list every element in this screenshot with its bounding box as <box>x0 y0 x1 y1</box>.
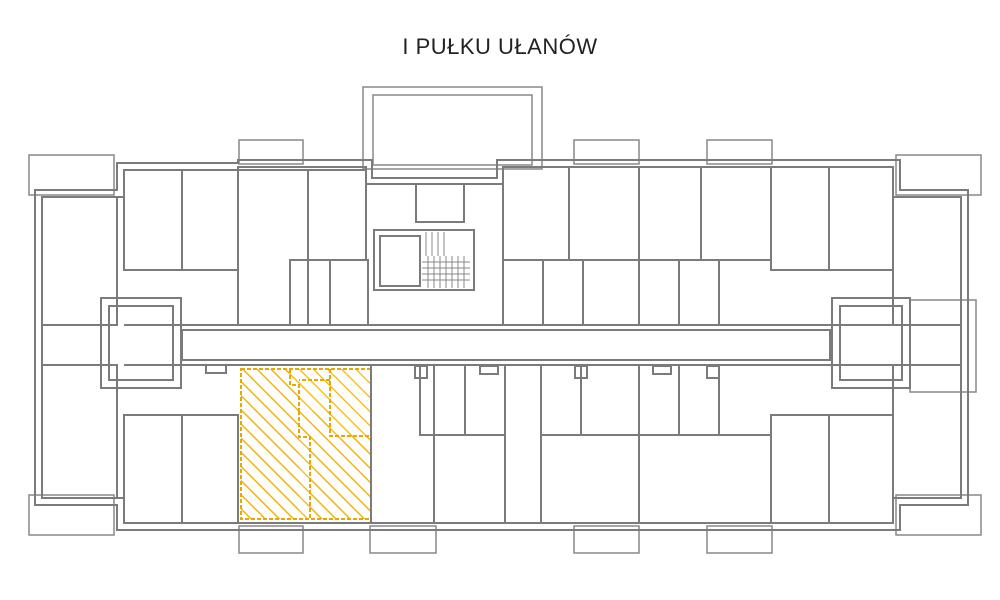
right-stair-nook <box>831 297 911 389</box>
room-u8 <box>568 166 640 261</box>
balcony-right-bottom <box>895 494 982 536</box>
left-stair-nook-inner <box>108 305 174 381</box>
left-wing-room-top <box>41 196 118 326</box>
right-stair-nook-inner <box>839 305 903 381</box>
street-name-label: I PUŁKU UŁANÓW <box>402 34 598 59</box>
room-u9-bath <box>502 259 544 326</box>
room-l3 <box>370 364 435 524</box>
exterior-wall-outer <box>34 159 969 531</box>
room-u10-bath <box>542 259 584 326</box>
balcony-top-3 <box>706 139 773 165</box>
balcony-top-2 <box>573 139 640 165</box>
room-l1 <box>123 414 183 524</box>
door-stub-3 <box>479 365 499 375</box>
stair-treads <box>422 232 470 288</box>
highlighted-apartment-wall-3 <box>298 411 311 519</box>
room-u15 <box>770 166 830 271</box>
room-u3 <box>237 169 309 326</box>
room-l7 <box>504 364 542 524</box>
right-wing-room-top <box>892 196 962 326</box>
room-u7 <box>502 166 570 261</box>
balconies <box>28 86 982 554</box>
elevator <box>415 183 465 223</box>
balcony-right-mid <box>909 299 977 393</box>
exterior-wall-inner <box>41 166 962 524</box>
room-l12 <box>638 434 772 524</box>
room-u12 <box>700 166 772 261</box>
room-l9 <box>540 434 640 524</box>
door-stub-4 <box>574 365 588 379</box>
room-u13-bath <box>638 259 680 326</box>
room-l14 <box>828 414 894 524</box>
balcony-bottom-1 <box>238 525 304 554</box>
stairwell <box>373 229 475 291</box>
balcony-top-1 <box>238 139 304 165</box>
room-l2 <box>181 414 239 524</box>
balcony-bottom-2 <box>369 525 437 554</box>
room-l11-bath <box>678 364 720 436</box>
room-l6 <box>433 434 506 524</box>
room-u5-bath <box>289 259 331 326</box>
highlighted-apartment-wall-1 <box>289 369 300 411</box>
room-l13 <box>770 414 830 524</box>
room-u4 <box>307 169 367 261</box>
balcony-right-top <box>895 154 982 196</box>
highlighted-apartment-wall-2 <box>329 369 371 437</box>
room-u14-bath <box>678 259 720 326</box>
room-u2 <box>181 169 239 271</box>
highlighted-apartment-fill <box>241 369 371 519</box>
balcony-top-center <box>362 86 543 170</box>
left-wing-room-bottom <box>41 364 118 499</box>
highlighted-apartment <box>240 368 372 520</box>
building-walls <box>34 159 969 531</box>
door-stub-2 <box>414 365 428 379</box>
room-l5-bath <box>464 364 506 436</box>
door-stub-5 <box>652 365 672 375</box>
balcony-top-center-inner <box>372 94 533 166</box>
balcony-bottom-4 <box>706 525 773 554</box>
right-wing-room-bottom <box>892 364 962 499</box>
corridor <box>181 329 831 361</box>
room-l10 <box>638 364 680 436</box>
door-stub-6 <box>706 365 720 379</box>
door-stub-1 <box>205 364 227 374</box>
room-u11 <box>638 166 702 261</box>
balcony-bottom-3 <box>573 525 640 554</box>
stair-landing <box>379 235 421 287</box>
balcony-left-bottom <box>28 494 115 536</box>
room-u6-bath <box>329 259 369 326</box>
room-u1 <box>123 169 183 271</box>
balcony-left-top <box>28 154 115 196</box>
left-stair-nook <box>100 297 182 389</box>
room-u16 <box>828 166 894 271</box>
